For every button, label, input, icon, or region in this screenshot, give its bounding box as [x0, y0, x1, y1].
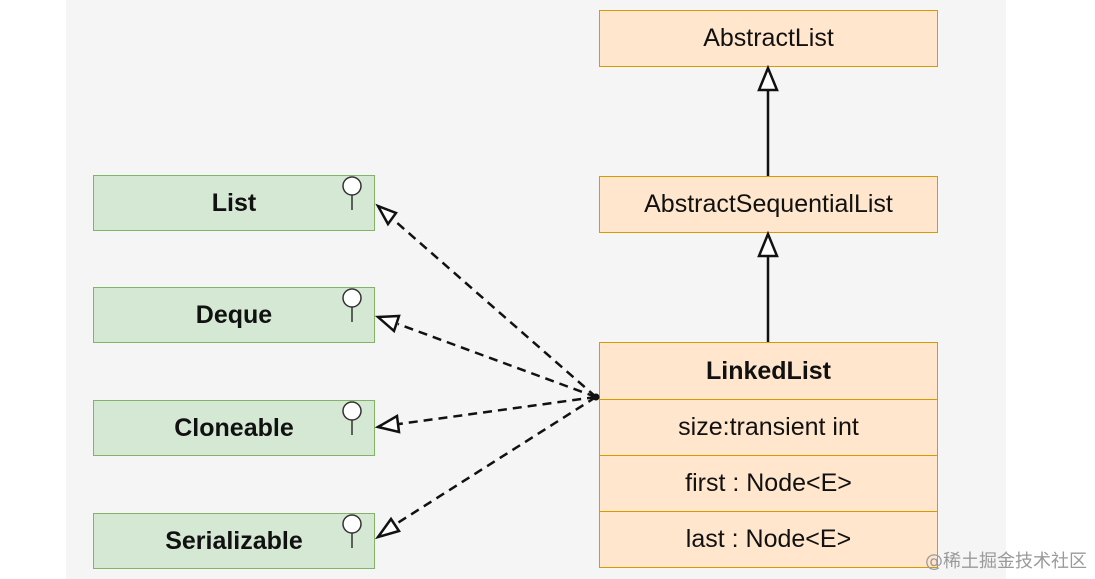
interface-deque-label: Deque — [195, 300, 273, 329]
class-linked-list-header: LinkedList — [600, 343, 937, 399]
interface-list-label: List — [211, 188, 257, 217]
class-abstract-list-label: AbstractList — [703, 24, 834, 52]
class-abstract-list: AbstractList — [599, 10, 938, 67]
interface-cloneable: Cloneable — [93, 400, 375, 456]
watermark: @稀土掘金技术社区 — [925, 551, 1087, 572]
field-first: first : Node<E> — [600, 455, 937, 511]
class-abstract-sequential-list: AbstractSequentialList — [599, 176, 938, 233]
field-size: size:transient int — [600, 399, 937, 455]
class-linked-list-name: LinkedList — [705, 356, 831, 385]
field-size-label: size:transient int — [678, 413, 859, 441]
interface-deque: Deque — [93, 287, 375, 343]
interface-list: List — [93, 175, 375, 231]
interface-serializable: Serializable — [93, 513, 375, 569]
interface-cloneable-label: Cloneable — [174, 413, 294, 442]
field-last: last : Node<E> — [600, 511, 937, 566]
field-first-label: first : Node<E> — [685, 469, 852, 497]
class-linked-list: LinkedList size:transient int first : No… — [599, 342, 938, 568]
class-abstract-sequential-list-label: AbstractSequentialList — [644, 190, 893, 218]
field-last-label: last : Node<E> — [685, 524, 852, 553]
interface-serializable-label: Serializable — [165, 526, 303, 555]
